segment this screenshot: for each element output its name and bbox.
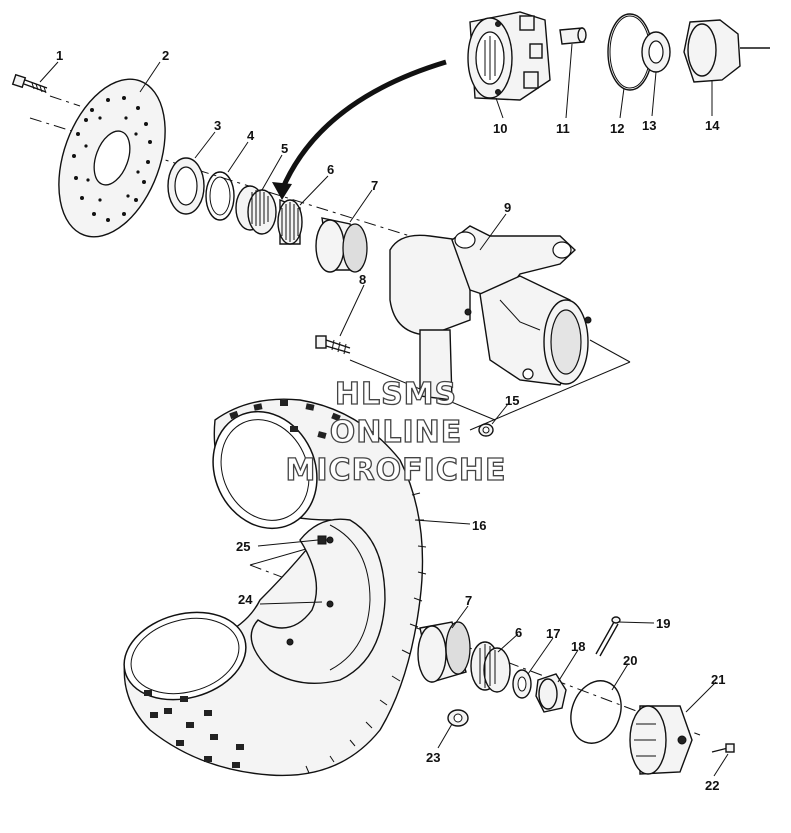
callout-19: 19 bbox=[656, 616, 670, 631]
arrow-head-icon bbox=[272, 182, 292, 200]
valve-part-25 bbox=[317, 535, 327, 545]
bearing-part-5 bbox=[235, 185, 277, 235]
callout-20: 20 bbox=[623, 653, 637, 668]
callout-5: 5 bbox=[281, 141, 288, 156]
bolt-part-8 bbox=[315, 335, 351, 355]
castle-nut-part-18 bbox=[535, 673, 567, 713]
cotter-pin-part-19 bbox=[595, 616, 621, 657]
bolt-part-1 bbox=[11, 73, 48, 94]
callout-22: 22 bbox=[705, 778, 719, 793]
callout-6-lower: 6 bbox=[515, 625, 522, 640]
callout-15: 15 bbox=[505, 393, 519, 408]
callout-7-lower: 7 bbox=[465, 593, 472, 608]
callout-23: 23 bbox=[426, 750, 440, 765]
rim-part-24 bbox=[250, 518, 386, 685]
callout-10: 10 bbox=[493, 121, 507, 136]
callout-2: 2 bbox=[162, 48, 169, 63]
callout-17: 17 bbox=[546, 626, 560, 641]
callout-12: 12 bbox=[610, 121, 624, 136]
bearing-race-part-7-lower bbox=[417, 621, 471, 683]
callout-8: 8 bbox=[359, 272, 366, 287]
callout-13: 13 bbox=[642, 118, 656, 133]
screw-part-22 bbox=[711, 743, 735, 753]
callout-labels: 1 2 3 4 5 6 7 8 9 10 11 12 13 14 15 16 7… bbox=[56, 48, 725, 793]
callout-3: 3 bbox=[214, 118, 221, 133]
leader-lines bbox=[39, 43, 729, 777]
callout-16: 16 bbox=[472, 518, 486, 533]
callout-7: 7 bbox=[371, 178, 378, 193]
bearing-cone-part-6-lower bbox=[470, 641, 511, 693]
snap-ring-part-4 bbox=[205, 171, 235, 221]
callout-24: 24 bbox=[238, 592, 253, 607]
knuckle-part-9 bbox=[389, 225, 592, 401]
callout-1: 1 bbox=[56, 48, 63, 63]
callout-25: 25 bbox=[236, 539, 250, 554]
callout-11: 11 bbox=[556, 121, 570, 136]
o-ring-part-20 bbox=[570, 680, 622, 744]
callout-14: 14 bbox=[705, 118, 720, 133]
watermark-line-2: ONLINE bbox=[330, 415, 463, 450]
hub-cap-part-21 bbox=[629, 705, 693, 775]
bearing-cone-part-6 bbox=[277, 198, 303, 245]
pin-part-11 bbox=[559, 27, 587, 45]
nut-part-14 bbox=[683, 19, 770, 83]
assembly-arrow bbox=[279, 59, 447, 191]
watermark: HLSMS ONLINE MICROFICHE bbox=[285, 376, 507, 488]
valve-stem-part-23 bbox=[447, 709, 469, 727]
callout-9: 9 bbox=[504, 200, 511, 215]
watermark-line-1: HLSMS bbox=[335, 377, 457, 412]
tire-part-16 bbox=[123, 398, 427, 777]
callout-6: 6 bbox=[327, 162, 334, 177]
bearing-race-part-7 bbox=[315, 217, 368, 273]
callout-18: 18 bbox=[571, 639, 585, 654]
watermark-line-3: MICROFICHE bbox=[286, 453, 507, 488]
brake-disc-part-2 bbox=[58, 78, 166, 238]
nut-part-15 bbox=[478, 423, 494, 437]
washer-part-13 bbox=[641, 31, 671, 73]
callout-21: 21 bbox=[711, 672, 725, 687]
hub-part-10 bbox=[467, 11, 551, 101]
washer-part-17 bbox=[512, 669, 532, 699]
seal-part-3 bbox=[167, 157, 205, 215]
callout-4: 4 bbox=[247, 128, 255, 143]
